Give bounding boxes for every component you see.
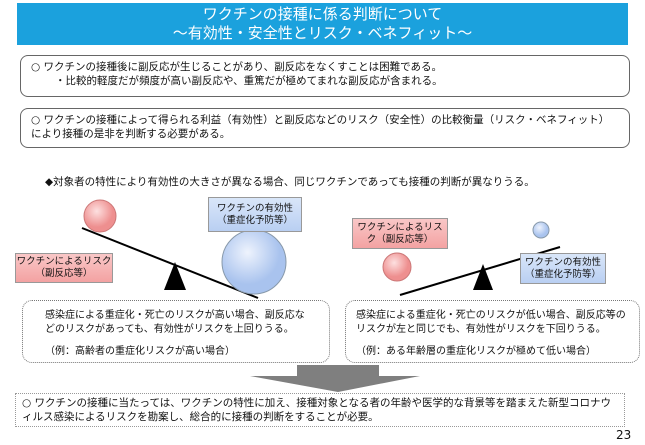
benefit-label-line2: （重症化予防等） [216,214,293,226]
right-description: 感染症による重症化・死亡のリスクが低い場合、副反応等のリスクが左と同じでも、有効… [356,310,626,335]
right-risk-label: ワクチンによるリスク（副反応等） [352,218,448,249]
benefit-label-line1: ワクチンの有効性 [524,256,601,268]
title-line-2: ～有効性・安全性とリスク・ベネフィット～ [172,24,473,42]
left-benefit-label: ワクチンの有効性 （重症化予防等） [208,197,302,232]
lead-text: ◆対象者の特性により有効性の大きさが異なる場合、同じワクチンであっても接種の判断… [45,176,535,188]
left-beam [81,227,259,299]
left-benefit-circle [221,229,287,295]
conclusion-text: ○ ワクチンの接種に当たっては、ワクチンの特性に加え、接種対象となる者の年齢や医… [22,397,611,423]
right-risk-circle [382,252,412,282]
benefit-label-line2: （重症化予防等） [524,268,601,280]
right-fulcrum-icon [473,264,493,290]
left-fulcrum-icon [164,262,186,290]
slide-title: ワクチンの接種に係る判断について ～有効性・安全性とリスク・ベネフィット～ [17,3,628,45]
risk-benefit-text: ○ ワクチンの接種によって得られる利益（有効性）と副反応などのリスク（安全性）の… [31,114,610,140]
side-effect-text: ○ ワクチンの接種後に副反応が生じることがあり、副反応をなくすことは困難である。 [31,61,442,73]
side-effect-box: ○ ワクチンの接種後に副反応が生じることがあり、副反応をなくすことは困難である。… [20,55,630,97]
left-example: （例：高齢者の重症化リスクが高い場合） [45,346,235,357]
down-arrow-icon [250,365,420,392]
page-number: 23 [616,428,632,442]
risk-benefit-box: ○ ワクチンの接種によって得られる利益（有効性）と副反応などのリスク（安全性）の… [20,108,630,148]
right-benefit-circle [532,221,550,239]
left-balance [81,199,287,299]
right-description-box: 感染症による重症化・死亡のリスクが低い場合、副反応等のリスクが左と同じでも、有効… [345,300,640,363]
side-effect-subtext: ・比較的軽度だが頻度が高い副反応や、重篤だが極めてまれな副反応が含まれる。 [55,75,443,87]
left-risk-label: ワクチンによるリスク（副反応等） [15,253,113,283]
left-risk-circle [83,199,117,233]
right-benefit-label: ワクチンの有効性 （重症化予防等） [520,253,606,284]
left-description: 感染症による重症化・死亡のリスクが高い場合、副反応などのリスクがあっても、有効性… [45,310,305,335]
left-description-box: 感染症による重症化・死亡のリスクが高い場合、副反応などのリスクがあっても、有効性… [22,300,330,363]
benefit-label-line1: ワクチンの有効性 [216,202,293,214]
right-example: （例：ある年齢層の重症化リスクが極めて低い場合） [356,346,596,357]
title-line-1: ワクチンの接種に係る判断について [202,5,443,23]
conclusion-box: ○ ワクチンの接種に当たっては、ワクチンの特性に加え、接種対象となる者の年齢や医… [15,393,625,427]
